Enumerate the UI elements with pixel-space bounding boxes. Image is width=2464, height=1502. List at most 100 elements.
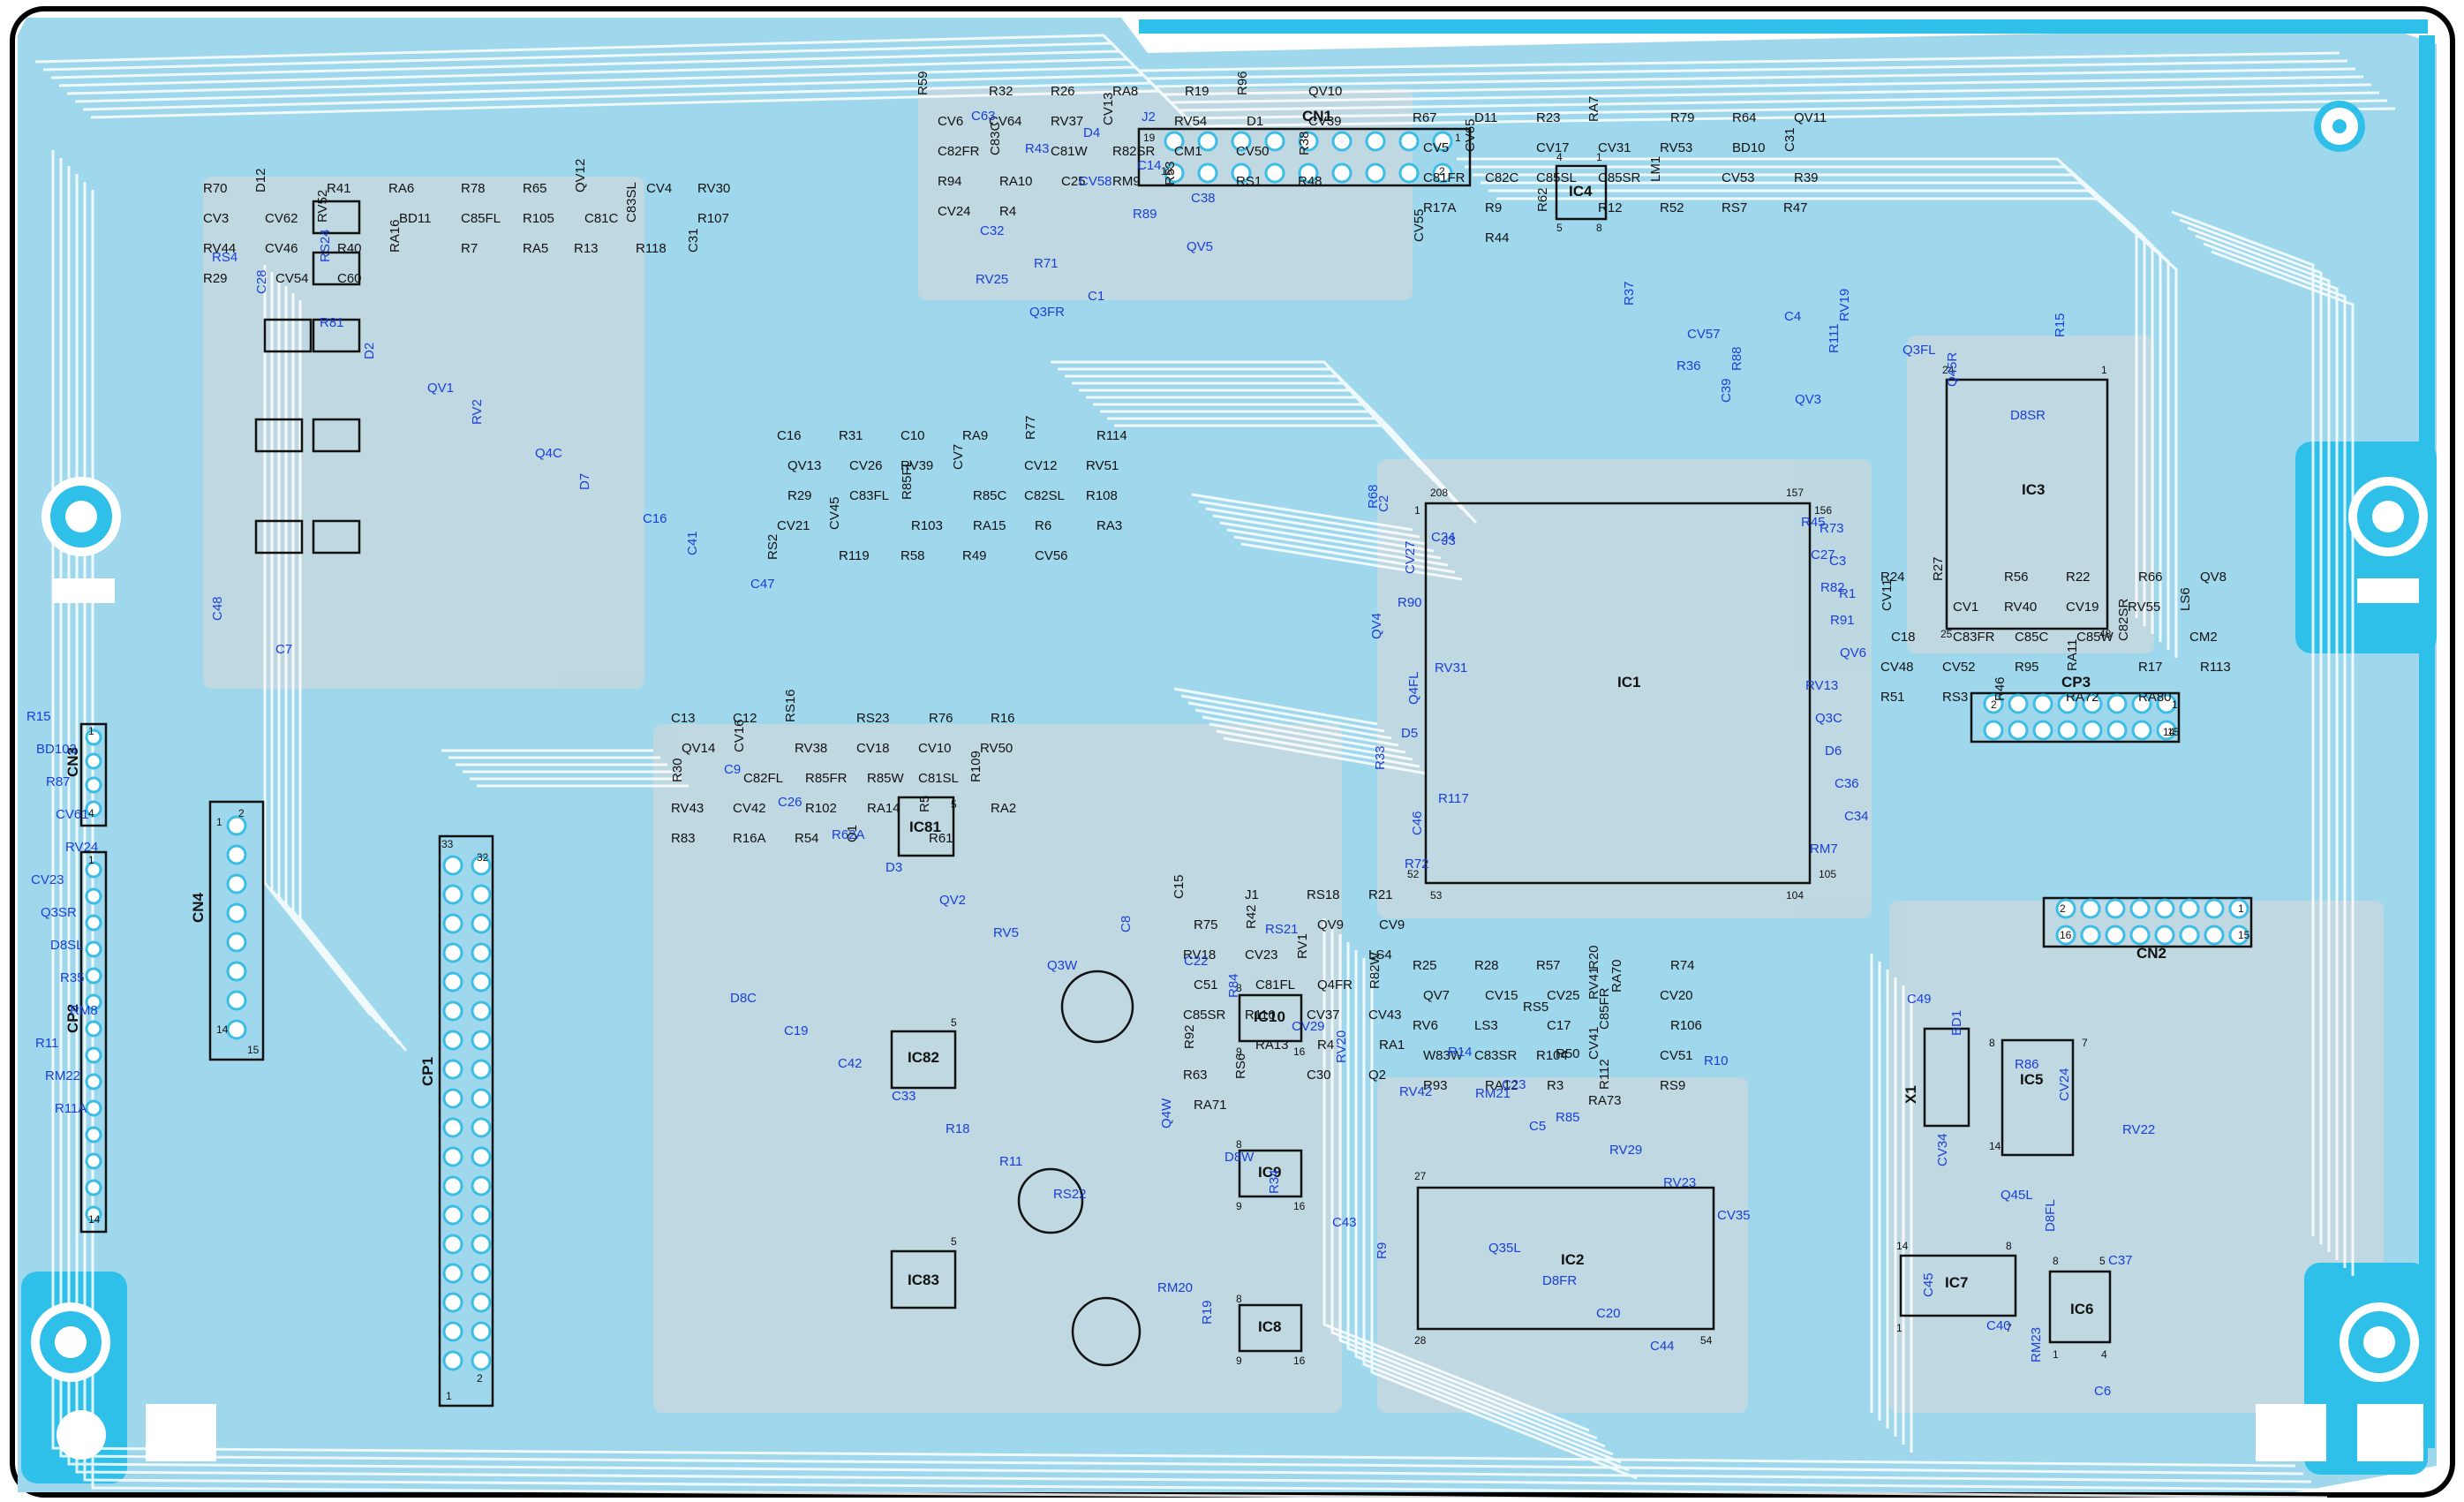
pin-cn4-14: 14 bbox=[216, 1023, 229, 1036]
silk-label-blue: RV2 bbox=[470, 399, 485, 425]
silk-label: R42 bbox=[1244, 904, 1259, 929]
silk-label-blue: C5 bbox=[1529, 1119, 1546, 1134]
silk-label-blue: R82 bbox=[1820, 580, 1845, 595]
pad bbox=[85, 800, 102, 818]
pin-cn1-19: 19 bbox=[1143, 132, 1156, 144]
silk-label: RS18 bbox=[1307, 887, 1340, 902]
pad bbox=[2082, 693, 2103, 714]
transistor-0 bbox=[312, 200, 361, 235]
silk-label: CV31 bbox=[1598, 140, 1631, 155]
silk-label-blue: R91 bbox=[1830, 613, 1855, 628]
label-x1: X1 bbox=[1903, 1085, 1919, 1104]
silk-label-blue: BD103 bbox=[36, 742, 77, 757]
silk-label: CV23 bbox=[1245, 947, 1278, 962]
pad bbox=[1197, 131, 1218, 152]
cn4-body bbox=[208, 800, 265, 1061]
pad bbox=[2129, 925, 2151, 946]
silk-label: QV12 bbox=[573, 159, 588, 192]
white-pad-right bbox=[2357, 578, 2419, 603]
silk-label: LS6 bbox=[2178, 587, 2193, 611]
pad bbox=[442, 971, 463, 993]
pin-cp1-1: 1 bbox=[446, 1390, 452, 1402]
label-cn2: CN2 bbox=[2136, 945, 2166, 962]
pin-cp2-14: 14 bbox=[88, 1213, 101, 1226]
silk-label: CV10 bbox=[918, 741, 952, 756]
silk-label: C85SR bbox=[1183, 1008, 1226, 1023]
silk-label: C83C bbox=[988, 121, 1003, 155]
silk-label: R110 bbox=[1245, 1008, 1276, 1023]
silk-label: RS23 bbox=[856, 711, 890, 726]
ic5-body bbox=[2001, 1038, 2075, 1157]
pad bbox=[471, 942, 492, 963]
label-cn1: CN1 bbox=[1302, 108, 1332, 125]
trace bbox=[298, 300, 408, 1052]
silk-label-blue: Q4C bbox=[535, 446, 562, 461]
silk-label: RS3 bbox=[1942, 690, 1968, 705]
silk-label-blue: CV58 bbox=[1079, 174, 1112, 189]
silk-label: RV6 bbox=[1413, 1018, 1438, 1033]
silk-label: CV1 bbox=[1953, 600, 1978, 615]
pad bbox=[442, 913, 463, 934]
pad bbox=[442, 1350, 463, 1371]
silk-label-blue: C46 bbox=[1410, 811, 1425, 835]
silk-label: LS3 bbox=[1474, 1018, 1498, 1033]
silk-label-blue: C8 bbox=[1119, 916, 1134, 932]
silk-label: R21 bbox=[1368, 887, 1393, 902]
silkscreen-labels: CN1IC1IC2IC3IC4IC5IC6IC7IC8IC9IC10IC81IC… bbox=[26, 71, 2250, 1402]
trace bbox=[1198, 500, 1420, 539]
silk-label: C25 bbox=[1061, 174, 1086, 189]
pin-cn2-16: 16 bbox=[2060, 929, 2072, 941]
pad bbox=[2057, 720, 2078, 741]
pin-ic2-28: 28 bbox=[1414, 1334, 1427, 1347]
silk-label: R4 bbox=[1317, 1038, 1334, 1053]
trace bbox=[1362, 958, 1630, 1472]
pin-ic1-52: 52 bbox=[1407, 868, 1420, 880]
x1-body bbox=[1923, 1027, 1970, 1128]
silk-label: C81W bbox=[1051, 144, 1089, 159]
zone-left bbox=[203, 177, 644, 689]
silk-label: RV30 bbox=[697, 181, 730, 196]
silk-label: CV16 bbox=[732, 719, 747, 752]
trace bbox=[2211, 250, 2355, 1276]
silk-label: RA2 bbox=[991, 801, 1016, 816]
bright-copper-top-right bbox=[1139, 19, 2428, 34]
silk-label: R105 bbox=[523, 211, 554, 226]
pad bbox=[442, 1263, 463, 1284]
silk-label: CV12 bbox=[1024, 458, 1058, 473]
cp2-body bbox=[79, 850, 108, 1234]
silk-label: CV11 bbox=[1880, 579, 1895, 611]
silk-label-blue: C49 bbox=[1907, 992, 1932, 1007]
silk-label: R109 bbox=[968, 751, 983, 782]
silk-label-blue: D8SR bbox=[2010, 408, 2046, 423]
pad bbox=[471, 855, 492, 876]
silk-label: R30 bbox=[670, 758, 685, 782]
silk-label: C81FL bbox=[1255, 977, 1295, 993]
pad bbox=[1264, 131, 1285, 152]
pin-ic5-14: 14 bbox=[1989, 1140, 2001, 1152]
silk-label: R57 bbox=[1536, 958, 1561, 973]
transistor-6 bbox=[254, 519, 304, 555]
pad bbox=[442, 1000, 463, 1022]
silk-label: D1 bbox=[1247, 114, 1263, 129]
silk-label-blue: D7 bbox=[577, 473, 592, 490]
silk-label: R66 bbox=[2138, 570, 2163, 585]
silk-label: R53 bbox=[1163, 161, 1178, 185]
pad bbox=[85, 993, 102, 1011]
silk-label-blue: CV29 bbox=[1292, 1019, 1325, 1034]
pin-ic10-16: 16 bbox=[1293, 1045, 1306, 1058]
silk-label-blue: CV35 bbox=[1717, 1208, 1751, 1223]
pin-ic3-25: 25 bbox=[1940, 628, 1953, 640]
white-pad-br1 bbox=[2256, 1404, 2326, 1461]
transistor-1 bbox=[312, 251, 361, 286]
silk-label: C83SL bbox=[624, 182, 639, 223]
silk-label: R108 bbox=[1086, 488, 1118, 503]
silk-label: R52 bbox=[1660, 200, 1684, 215]
silk-label: R7 bbox=[461, 241, 478, 256]
silk-label: CV5 bbox=[1423, 140, 1449, 155]
trace bbox=[2179, 218, 2323, 1244]
pad bbox=[85, 1205, 102, 1223]
silk-label: RS7 bbox=[1722, 200, 1747, 215]
pad bbox=[442, 942, 463, 963]
silk-label-blue: RV25 bbox=[976, 272, 1008, 287]
silk-label: R28 bbox=[1474, 958, 1499, 973]
